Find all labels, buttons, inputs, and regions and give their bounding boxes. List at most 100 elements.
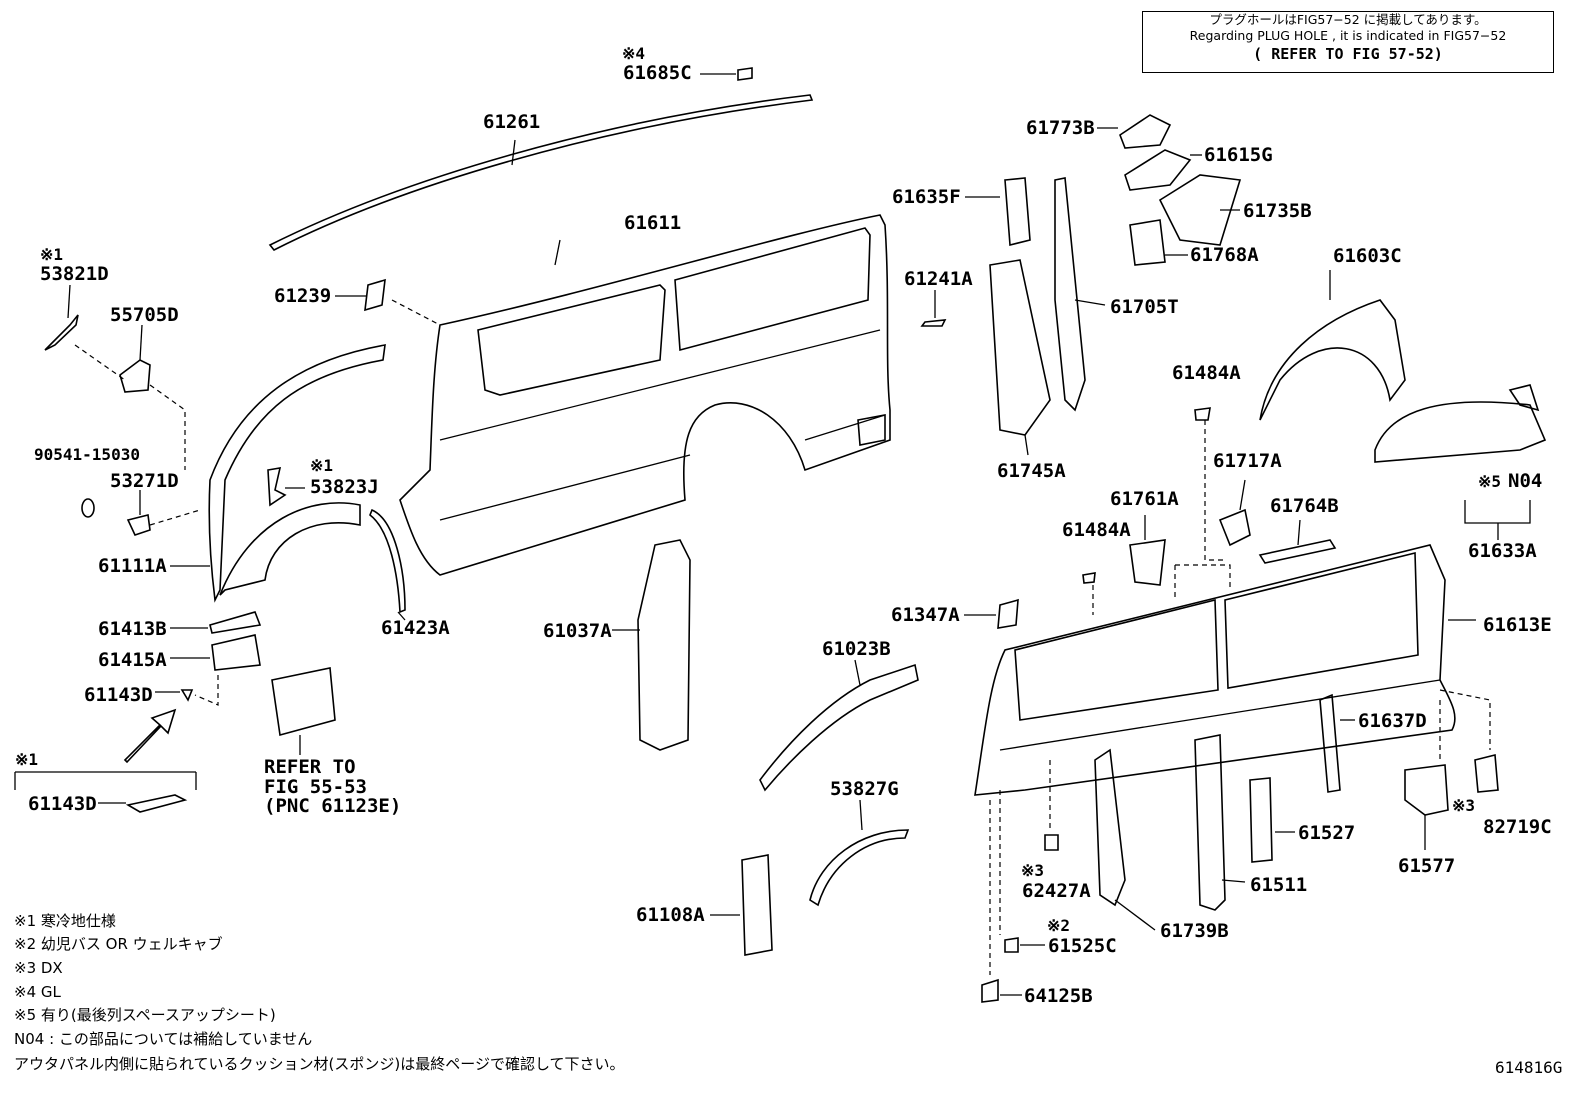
label-61773B[interactable]: 61773B — [1026, 117, 1095, 139]
part-61527 — [1249, 777, 1273, 863]
label-61717A[interactable]: 61717A — [1213, 450, 1282, 472]
label-62427A[interactable]: 62427A — [1022, 880, 1091, 902]
marker-82719C: ※3 — [1452, 796, 1476, 815]
label-61239[interactable]: 61239 — [274, 285, 332, 307]
notice-line-ja: プラグホールはFIG57−52 に掲載してあります。 — [1209, 12, 1487, 27]
label-61108A[interactable]: 61108A — [636, 904, 705, 926]
marker-61525C: ※2 — [1047, 916, 1071, 935]
label-61037A[interactable]: 61037A — [543, 620, 612, 642]
label-61611[interactable]: 61611 — [624, 212, 682, 234]
marker-61685C: ※4 — [622, 44, 646, 63]
seal-53823J — [267, 467, 287, 507]
plug-hole-notice: プラグホールはFIG57−52 に掲載してあります。 Regarding PLU… — [1142, 11, 1554, 73]
footnote-1: ※1 寒冷地仕様 — [14, 912, 116, 930]
label-61143D[interactable]: 61143D — [84, 684, 153, 706]
label-61685C[interactable]: 61685C — [623, 62, 692, 84]
bracket-55705D — [119, 359, 151, 393]
plug-62427A — [1044, 834, 1059, 851]
part-61773B — [1119, 114, 1172, 149]
label-61735B[interactable]: 61735B — [1243, 200, 1312, 222]
part-61735B — [1158, 174, 1242, 246]
label-61577[interactable]: 61577 — [1398, 855, 1456, 877]
part-61525C — [1004, 937, 1019, 953]
footnote-6: N04 : この部品については補給していません — [14, 1030, 313, 1048]
part-61717A — [1218, 508, 1251, 547]
part-61577 — [1404, 764, 1449, 816]
rear-panel-61613E — [974, 544, 1456, 796]
label-61764B[interactable]: 61764B — [1270, 495, 1339, 517]
refer-line-3: (PNC 61123E) — [264, 795, 402, 817]
part-N04 — [1508, 384, 1540, 412]
part-61347A — [997, 598, 1019, 629]
plate-61415A — [211, 634, 261, 671]
label-55705D[interactable]: 55705D — [110, 304, 179, 326]
refer-line-2[interactable]: FIG 55-53 — [264, 776, 367, 798]
label-61111A[interactable]: 61111A — [98, 555, 167, 577]
part-64125B — [981, 978, 999, 1003]
label-61525C[interactable]: 61525C — [1048, 935, 1117, 957]
cap-82719C — [1474, 753, 1499, 793]
clip-61484A-lower — [1082, 572, 1096, 584]
label-53821D[interactable]: 53821D — [40, 263, 109, 285]
label-61603C[interactable]: 61603C — [1333, 245, 1402, 267]
label-61023B[interactable]: 61023B — [822, 638, 891, 660]
label-90541-15030[interactable]: 90541-15030 — [34, 445, 140, 464]
rail-61023B — [759, 663, 919, 792]
marker-53823J: ※1 — [310, 456, 334, 475]
label-64125B[interactable]: 64125B — [1024, 985, 1093, 1007]
label-53823J[interactable]: 53823J — [310, 476, 379, 498]
pillar-61705T — [1054, 177, 1086, 412]
label-61413B[interactable]: 61413B — [98, 618, 167, 640]
label-61745A[interactable]: 61745A — [997, 460, 1066, 482]
label-N04[interactable]: N04 — [1508, 470, 1543, 492]
roof-drip-61261 — [268, 94, 814, 252]
label-61423A[interactable]: 61423A — [381, 617, 450, 639]
label-61633A[interactable]: 61633A — [1468, 540, 1537, 562]
notice-line-en: Regarding PLUG HOLE , it is indicated in… — [1189, 28, 1507, 43]
bracket-61108A — [741, 854, 773, 956]
door-lock-assembly — [271, 667, 336, 737]
liner-61423A — [369, 508, 406, 614]
label-61705T[interactable]: 61705T — [1110, 296, 1179, 318]
label-61739B[interactable]: 61739B — [1160, 920, 1229, 942]
label-61761A[interactable]: 61761A — [1110, 488, 1179, 510]
label-61347A[interactable]: 61347A — [891, 604, 960, 626]
footnote-3: ※3 DX — [14, 959, 63, 977]
bracket-61239 — [364, 278, 386, 312]
label-61511[interactable]: 61511 — [1250, 874, 1308, 896]
part-61764B — [1258, 539, 1337, 564]
notice-reference: ( REFER TO FIG 57-52) — [1253, 45, 1443, 63]
figure-id: 614816G — [1495, 1058, 1563, 1077]
label-61261[interactable]: 61261 — [483, 111, 541, 133]
label-53827G[interactable]: 53827G — [830, 778, 899, 800]
label-61484A-lower[interactable]: 61484A — [1062, 519, 1131, 541]
cover-61633A — [1374, 401, 1547, 463]
clip-61484A-upper — [1194, 407, 1211, 421]
trim-53827G — [809, 829, 910, 907]
marker-62427A: ※3 — [1021, 861, 1045, 880]
bracket-53821D — [44, 314, 79, 351]
label-61635F[interactable]: 61635F — [892, 186, 961, 208]
clip-61685C — [737, 67, 753, 81]
part-61241A — [920, 319, 947, 327]
label-53271D[interactable]: 53271D — [110, 470, 179, 492]
part-61143D-alt — [125, 794, 188, 813]
label-61613E[interactable]: 61613E — [1483, 614, 1552, 636]
part-61739B — [1094, 748, 1126, 907]
clip-61143D — [180, 689, 194, 702]
housing-61603C — [1259, 299, 1406, 421]
label-61637D[interactable]: 61637D — [1358, 710, 1427, 732]
part-61761A — [1129, 539, 1166, 586]
label-82719C[interactable]: 82719C — [1483, 816, 1552, 838]
label-61768A[interactable]: 61768A — [1190, 244, 1259, 266]
label-61484A-upper[interactable]: 61484A — [1172, 362, 1241, 384]
label-61143D-alt[interactable]: 61143D — [28, 793, 97, 815]
label-61615G[interactable]: 61615G — [1204, 144, 1273, 166]
direction-arrow — [123, 708, 177, 764]
label-61241A[interactable]: 61241A — [904, 268, 973, 290]
label-61527[interactable]: 61527 — [1298, 822, 1356, 844]
footnote-4: ※4 GL — [14, 983, 61, 1001]
label-61415A[interactable]: 61415A — [98, 649, 167, 671]
